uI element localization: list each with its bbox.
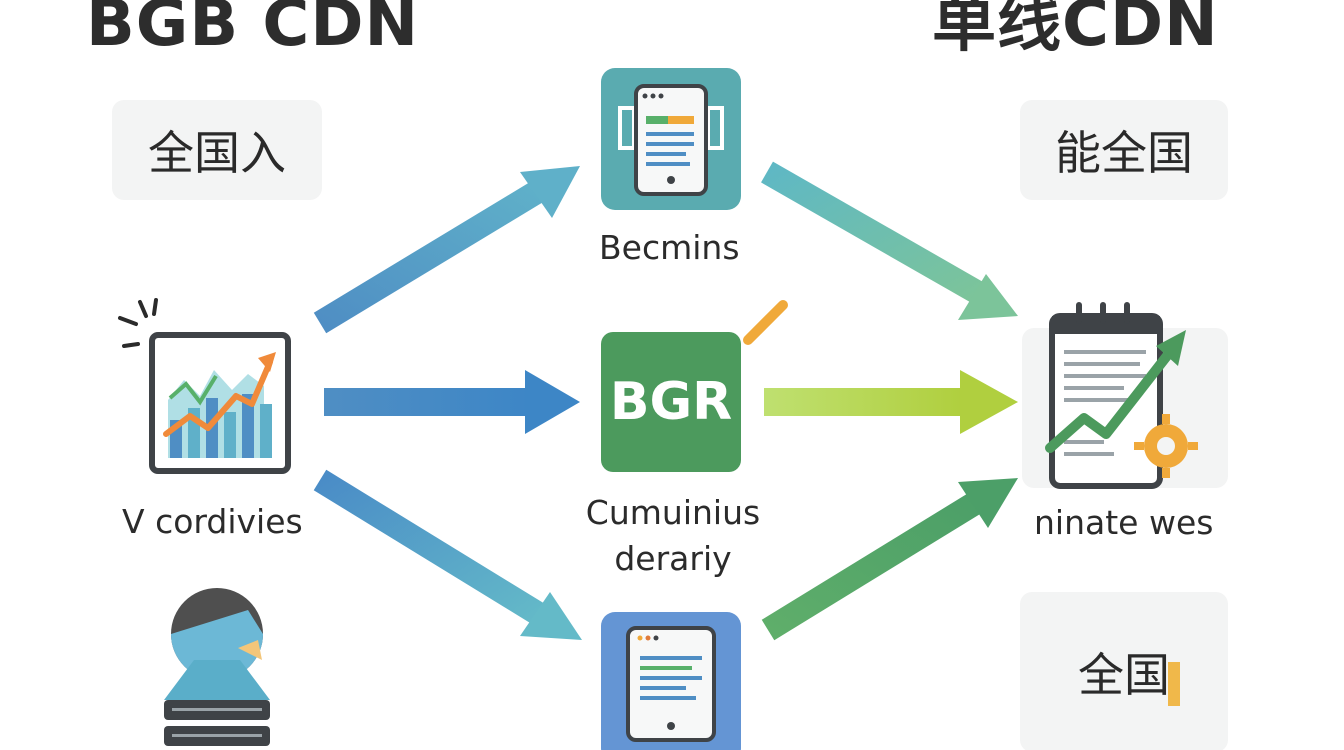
arrow-left-to-bottom [313,469,582,640]
arrow-left-to-top [313,166,580,334]
report-growth-icon [1022,302,1228,489]
bgr-badge-text: BGR [609,372,733,432]
phone-node-top [601,68,741,210]
accent-bar-icon [1168,662,1180,706]
top-node-label: Becmins [599,228,740,267]
box-nationwide-entry-text: 全国入 [148,126,286,180]
center-node-label-line2: derariy [614,539,732,578]
title-bgb-cdn: BGB CDN [86,0,420,61]
right-node-label: ninate wes [1034,503,1214,542]
center-node-label: Cumuinius derariy [568,490,778,582]
arrow-left-to-center [324,370,580,434]
growth-chart-icon [118,298,291,474]
box-nationwide-capable-text: 能全国 [1055,126,1193,180]
box-nationwide-entry: 全国入 [112,100,322,200]
arrow-bottom-to-right [761,478,1018,641]
left-node-label: V cordivies [122,502,303,541]
server-globe-icon [164,588,270,746]
bgr-node: BGR [601,332,741,472]
title-single-line-cdn: 单线CDN [932,0,1219,61]
box-nationwide-text: 全国 [1078,648,1170,702]
box-nationwide-capable: 能全国 [1020,100,1228,200]
accent-mark-icon [743,300,788,345]
arrow-center-to-right [764,370,1018,434]
box-nationwide: 全国 [1020,592,1228,750]
center-node-label-line1: Cumuinius [585,493,761,532]
arrow-top-to-right [761,161,1018,320]
phone-node-bottom [601,612,741,750]
